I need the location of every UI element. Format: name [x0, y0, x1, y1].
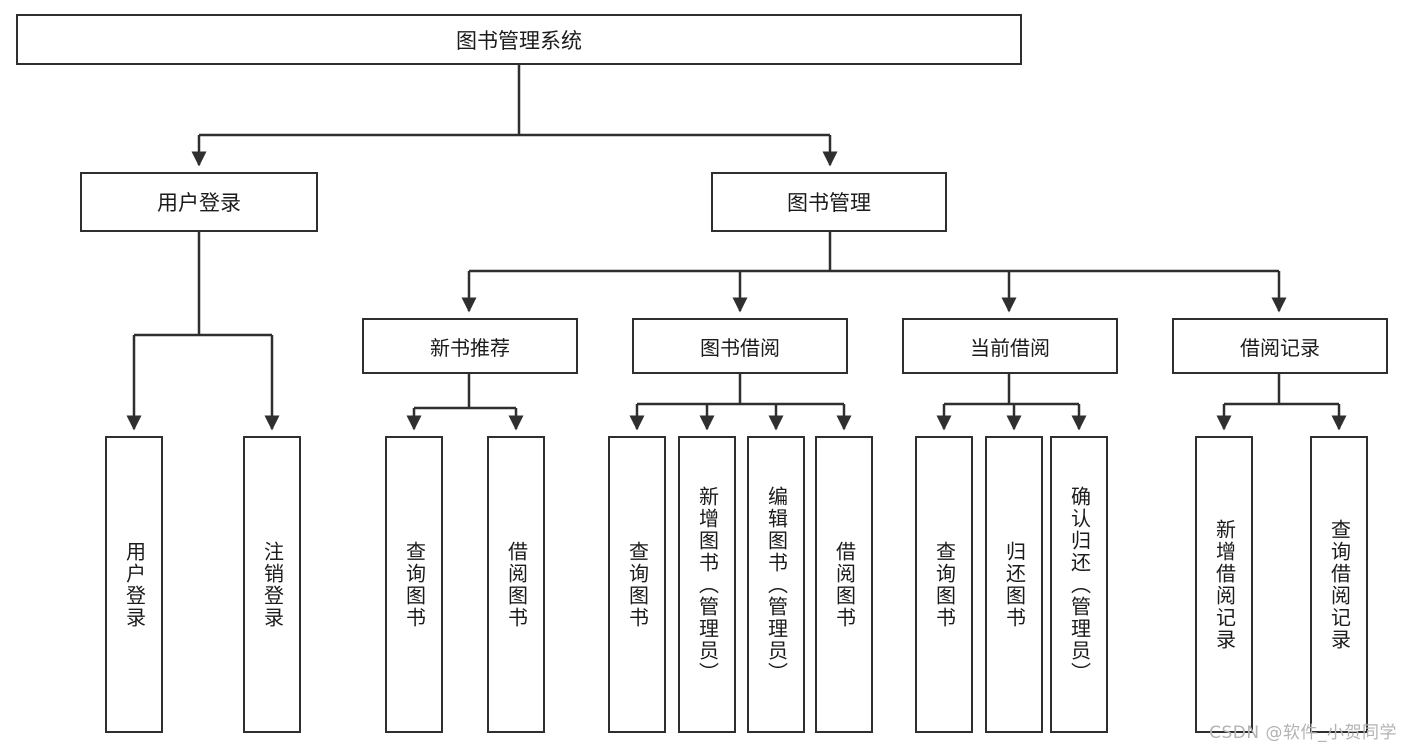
node-current-borrow[interactable]: 当前借阅 — [902, 318, 1118, 374]
node-book-manage-label: 图书管理 — [787, 191, 871, 215]
node-book-borrow-label: 图书借阅 — [700, 335, 780, 360]
node-user-login-label: 用户登录 — [157, 191, 241, 215]
node-leaf-add-record-label: 新增借阅记录 — [1212, 518, 1237, 651]
node-leaf-query-record-label: 查询借阅记录 — [1327, 518, 1352, 651]
node-leaf-logout-label: 注销登录 — [260, 540, 285, 629]
node-leaf-borrow-book-2[interactable]: 借阅图书 — [815, 436, 873, 733]
node-leaf-query-book-2[interactable]: 查询图书 — [608, 436, 666, 733]
node-leaf-query-book-3[interactable]: 查询图书 — [915, 436, 973, 733]
node-leaf-logout[interactable]: 注销登录 — [243, 436, 301, 733]
node-leaf-user-login-label: 用户登录 — [122, 540, 147, 629]
node-leaf-return-book-label: 归还图书 — [1002, 540, 1027, 629]
node-leaf-edit-book-label: 编辑图书（管理员） — [764, 485, 789, 684]
node-leaf-query-book-3-label: 查询图书 — [932, 540, 957, 629]
node-leaf-query-book-1[interactable]: 查询图书 — [385, 436, 443, 733]
node-leaf-confirm-return-label: 确认归还（管理员） — [1067, 485, 1092, 684]
node-leaf-confirm-return[interactable]: 确认归还（管理员） — [1050, 436, 1108, 733]
node-user-login[interactable]: 用户登录 — [80, 172, 318, 232]
node-new-book-recommend[interactable]: 新书推荐 — [362, 318, 578, 374]
node-leaf-add-book-label: 新增图书（管理员） — [695, 485, 720, 684]
node-leaf-add-record[interactable]: 新增借阅记录 — [1195, 436, 1253, 733]
node-root[interactable]: 图书管理系统 — [16, 14, 1022, 65]
node-current-borrow-label: 当前借阅 — [970, 335, 1050, 360]
node-book-manage[interactable]: 图书管理 — [711, 172, 947, 232]
node-leaf-borrow-book-1[interactable]: 借阅图书 — [487, 436, 545, 733]
node-leaf-query-record[interactable]: 查询借阅记录 — [1310, 436, 1368, 733]
node-leaf-query-book-2-label: 查询图书 — [625, 540, 650, 629]
node-leaf-user-login[interactable]: 用户登录 — [105, 436, 163, 733]
node-leaf-edit-book[interactable]: 编辑图书（管理员） — [747, 436, 805, 733]
node-leaf-borrow-book-1-label: 借阅图书 — [504, 540, 529, 629]
node-borrow-record[interactable]: 借阅记录 — [1172, 318, 1388, 374]
node-root-label: 图书管理系统 — [456, 28, 582, 53]
node-new-book-recommend-label: 新书推荐 — [430, 335, 510, 360]
node-leaf-add-book[interactable]: 新增图书（管理员） — [678, 436, 736, 733]
node-leaf-return-book[interactable]: 归还图书 — [985, 436, 1043, 733]
node-borrow-record-label: 借阅记录 — [1240, 335, 1320, 360]
node-leaf-borrow-book-2-label: 借阅图书 — [832, 540, 857, 629]
node-book-borrow[interactable]: 图书借阅 — [632, 318, 848, 374]
node-leaf-query-book-1-label: 查询图书 — [402, 540, 427, 629]
